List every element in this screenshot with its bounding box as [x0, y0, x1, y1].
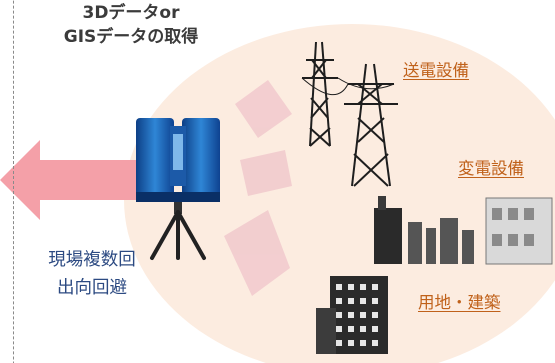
substation-icon	[374, 196, 553, 265]
link-land-building[interactable]: 用地・建築	[418, 293, 501, 312]
link-substation-equipment[interactable]: 変電設備	[458, 159, 524, 178]
transmission-tower-icon	[301, 41, 398, 187]
process-heading: 3Dデータor GISデータの取得	[26, 1, 236, 49]
heading-line-2: GISデータの取得	[63, 27, 199, 47]
benefit-line-2: 出向回避	[57, 278, 127, 298]
benefit-line-1: 現場複数回	[48, 250, 136, 270]
building-icon	[316, 276, 388, 354]
heading-line-1: 3Dデータor	[82, 3, 180, 23]
laser-scanner-icon	[136, 118, 220, 260]
link-transmission-equipment[interactable]: 送電設備	[403, 61, 469, 80]
dashed-frame	[0, 0, 14, 363]
benefit-text: 現場複数回 出向回避	[14, 246, 170, 302]
